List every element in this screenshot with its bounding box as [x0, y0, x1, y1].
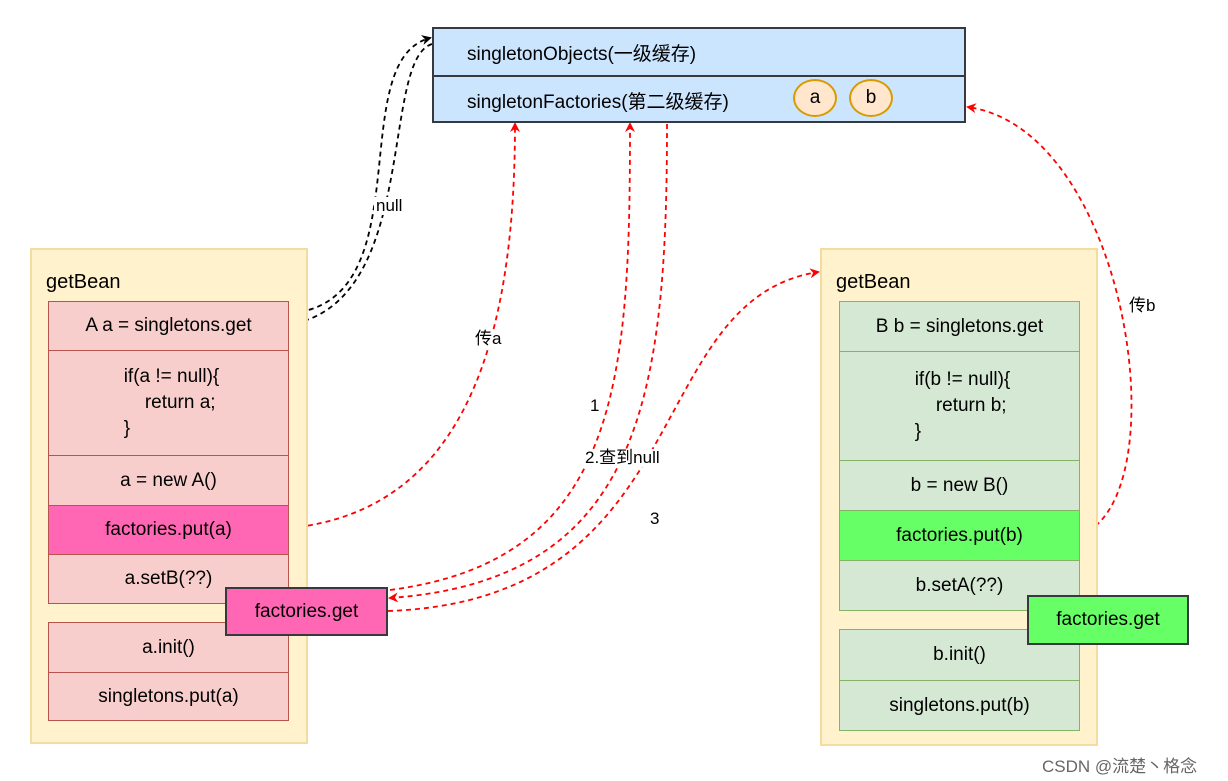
a-factories-get-popup: factories.get [225, 587, 388, 636]
label-pass-b: 传b [1127, 296, 1158, 315]
a-step-null-check: if(a != null){ return a; } [48, 350, 289, 456]
cache-entry-a: a [793, 79, 837, 117]
cache-entry-b: b [849, 79, 893, 117]
label-step-2: 2.查到null [583, 448, 662, 467]
b-step-singletons-put: singletons.put(b) [839, 680, 1080, 731]
b-step-null-check-text: if(b != null){ return b; } [914, 369, 1011, 442]
a-step-new: a = new A() [48, 455, 289, 506]
a-step-set-b: a.setB(??) [48, 554, 289, 604]
label-step-1: 1 [588, 396, 602, 415]
arrow-a-get-to-singleton-objects [299, 35, 432, 313]
b-step-singletons-get: B b = singletons.get [839, 301, 1080, 352]
singleton-objects-label: singletonObjects(一级缓存) [467, 43, 697, 65]
label-pass-a: 传a [473, 329, 504, 348]
singleton-objects-row: singletonObjects(一级缓存) [434, 29, 964, 77]
get-bean-a-title: getBean [46, 271, 121, 293]
a-step-singletons-put: singletons.put(a) [48, 672, 289, 721]
arrow-step-2 [388, 123, 668, 603]
arrow-singleton-objects-null-to-a [290, 43, 433, 328]
b-factories-get-popup: factories.get [1027, 595, 1189, 645]
arrow-pass-b [966, 103, 1133, 536]
watermark: CSDN @流楚丶格念 [1042, 757, 1198, 776]
a-step-null-check-text: if(a != null){ return a; } [123, 366, 220, 439]
get-bean-b-title: getBean [836, 271, 911, 293]
singleton-factories-label: singletonFactories(第二级缓存) [467, 91, 729, 113]
singleton-factories-row: singletonFactories(第二级缓存) [434, 77, 964, 123]
a-step-singletons-get: A a = singletons.get [48, 301, 289, 351]
arrow-pass-a [289, 122, 520, 529]
a-step-factories-put: factories.put(a) [48, 505, 289, 555]
arrow-step-1 [389, 122, 635, 591]
arrow-step-3 [387, 268, 820, 612]
b-step-new: b = new B() [839, 460, 1080, 511]
b-step-factories-put: factories.put(b) [839, 510, 1080, 561]
label-step-3: 3 [648, 509, 662, 528]
b-step-null-check: if(b != null){ return b; } [839, 351, 1080, 461]
label-null: null [374, 196, 405, 215]
